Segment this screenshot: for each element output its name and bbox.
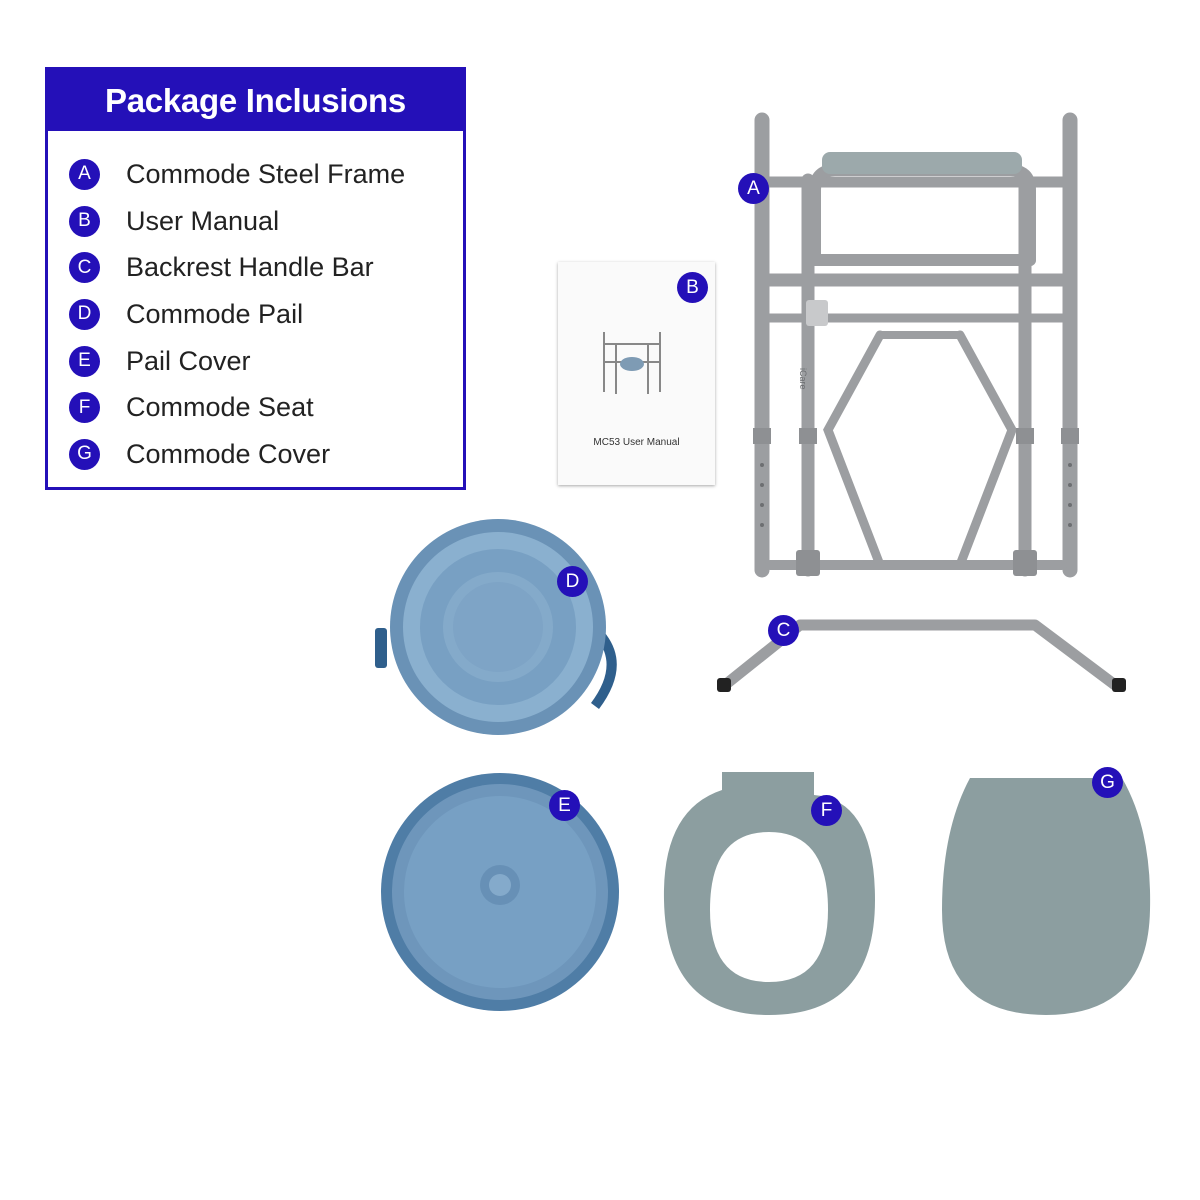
tag-c: C	[768, 615, 799, 646]
commode-frame-image: iCare	[753, 112, 1079, 578]
list-item: F Commode Seat	[69, 384, 405, 431]
tag-a: A	[738, 173, 769, 204]
letter-badge: A	[69, 158, 100, 190]
pail-cover-image	[381, 773, 619, 1011]
letter-badge: E	[69, 345, 100, 377]
manual-illustration	[603, 332, 661, 394]
list-item: G Commode Cover	[69, 431, 405, 478]
frame-brand: iCare	[798, 368, 808, 390]
letter-badge: G	[69, 438, 100, 470]
list-item: D Commode Pail	[69, 291, 405, 338]
panel-title: Package Inclusions	[48, 70, 463, 131]
tag-d: D	[557, 566, 588, 597]
list-item: E Pail Cover	[69, 338, 405, 385]
item-label: Commode Steel Frame	[126, 158, 406, 189]
tag-e: E	[549, 790, 580, 821]
commode-cover-image	[942, 778, 1151, 1015]
list-item: B User Manual	[69, 198, 405, 245]
item-label: Commode Pail	[126, 298, 304, 329]
item-label: Backrest Handle Bar	[126, 252, 374, 283]
letter-badge: C	[69, 252, 100, 284]
list-item: A Commode Steel Frame	[69, 151, 405, 198]
commode-seat-image	[663, 772, 875, 1015]
item-label: Commode Cover	[126, 438, 331, 469]
item-label: Pail Cover	[126, 345, 251, 376]
manual-title: MC53 User Manual	[593, 437, 680, 448]
package-inclusions-panel: Package Inclusions A Commode Steel Frame…	[45, 67, 466, 490]
item-label: Commode Seat	[126, 392, 314, 423]
commode-pail-image	[375, 519, 617, 735]
item-label: User Manual	[126, 205, 280, 236]
tag-f: F	[811, 795, 842, 826]
letter-badge: B	[69, 205, 100, 237]
letter-badge: D	[69, 298, 100, 330]
tag-b: B	[677, 272, 708, 303]
tag-g: G	[1092, 767, 1123, 798]
inclusions-list: A Commode Steel Frame B User Manual C Ba…	[69, 151, 405, 478]
list-item: C Backrest Handle Bar	[69, 244, 405, 291]
backrest-handle-bar-image	[717, 619, 1126, 692]
letter-badge: F	[69, 392, 100, 424]
